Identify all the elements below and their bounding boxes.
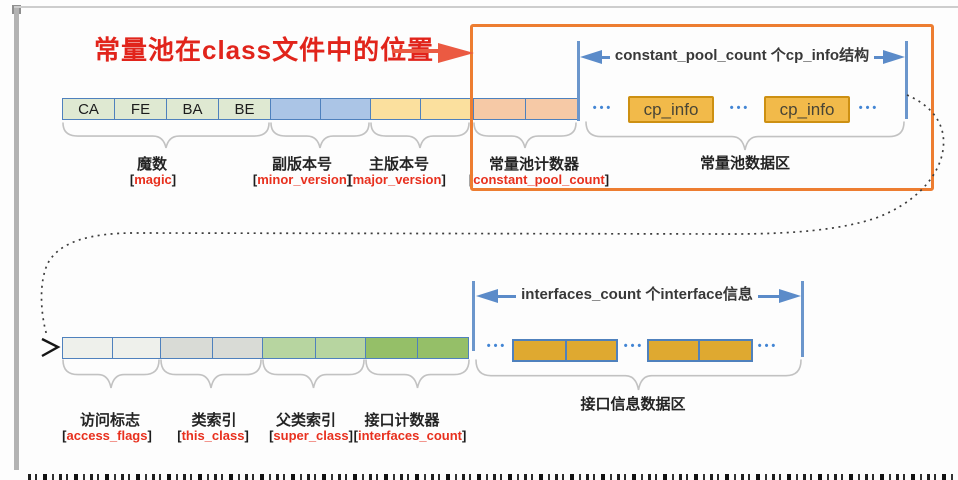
field-label-super-class: 父类索引 xyxy=(275,412,337,429)
brace-major-version xyxy=(370,122,470,149)
byte-cell-super-class-2 xyxy=(315,337,366,359)
field-id-minor-version: minor_version xyxy=(253,172,351,187)
interfaces-span-label: interfaces_count 个interface信息 xyxy=(488,284,786,306)
field-id-major-version: major_version xyxy=(348,172,446,187)
interface-info-cell-2 xyxy=(565,339,618,362)
byte-cell-access-flags-1 xyxy=(62,337,113,359)
byte-cell-interfaces-count-2 xyxy=(417,337,469,359)
byte-cell-this-class-2 xyxy=(212,337,263,359)
constant-pool-span-label: constant_pool_count 个cp_info结构 xyxy=(593,45,891,67)
brace-this-class xyxy=(160,359,262,389)
field-label-major-version: 主版本号 xyxy=(368,156,430,173)
byte-cell-access-flags-2 xyxy=(112,337,161,359)
window-frame-left-edge xyxy=(14,8,19,470)
brace-minor-version xyxy=(270,122,370,149)
byte-cell-super-class-1 xyxy=(262,337,316,359)
diagram-title: 常量池在class文件中的位置 xyxy=(94,35,435,65)
byte-cell-magic-2: FE xyxy=(114,98,167,120)
ellipsis-dots: ••• xyxy=(757,340,779,352)
field-label-magic: 魔数 xyxy=(136,156,168,173)
byte-cell-major-version-1 xyxy=(370,98,421,120)
label-interface-data-area: 接口信息数据区 xyxy=(580,396,686,413)
brace-interface-data xyxy=(475,359,802,391)
field-id-super-class: super_class xyxy=(269,428,353,443)
arrowhead-left-icon xyxy=(580,50,602,64)
field-id-access-flags: access_flags xyxy=(62,428,152,443)
span-terminal-right xyxy=(905,41,908,119)
title-pointer-arrowhead-icon xyxy=(438,43,474,63)
byte-cell-minor-version-1 xyxy=(270,98,321,120)
brace-magic xyxy=(62,122,270,149)
field-label-minor-version: 副版本号 xyxy=(271,156,333,173)
brace-super-class xyxy=(262,359,365,389)
ellipsis-dots: ••• xyxy=(486,340,508,352)
ellipsis-dots: ••• xyxy=(623,340,645,352)
field-label-access-flags: 访问标志 xyxy=(79,412,141,429)
title-pointer-arrow xyxy=(392,49,442,53)
byte-cell-magic-4: BE xyxy=(218,98,271,120)
constant-pool-highlight-box xyxy=(470,24,934,191)
field-label-interfaces-count: 接口计数器 xyxy=(364,412,440,429)
span-terminal-right-bottom xyxy=(801,281,804,357)
byte-cell-this-class-1 xyxy=(160,337,213,359)
byte-cell-interfaces-count-1 xyxy=(365,337,418,359)
byte-cell-minor-version-2 xyxy=(320,98,371,120)
field-id-interfaces-count: interfaces_count xyxy=(354,428,467,443)
brace-access-flags xyxy=(62,359,160,389)
span-terminal-left xyxy=(577,41,580,121)
byte-cell-magic-1: CA xyxy=(62,98,115,120)
byte-cell-magic-3: BA xyxy=(166,98,219,120)
clipped-text-line xyxy=(28,474,953,480)
field-label-this-class: 类索引 xyxy=(191,412,237,429)
window-frame-top-edge xyxy=(14,6,958,8)
interface-info-cell-4 xyxy=(698,339,753,362)
brace-interfaces-count xyxy=(365,359,470,389)
field-id-this-class: this_class xyxy=(177,428,249,443)
arrowhead-right-icon xyxy=(883,50,905,64)
byte-cell-major-version-2 xyxy=(420,98,471,120)
field-id-magic: magic xyxy=(130,172,176,187)
row-start-chevron-icon xyxy=(41,337,61,358)
